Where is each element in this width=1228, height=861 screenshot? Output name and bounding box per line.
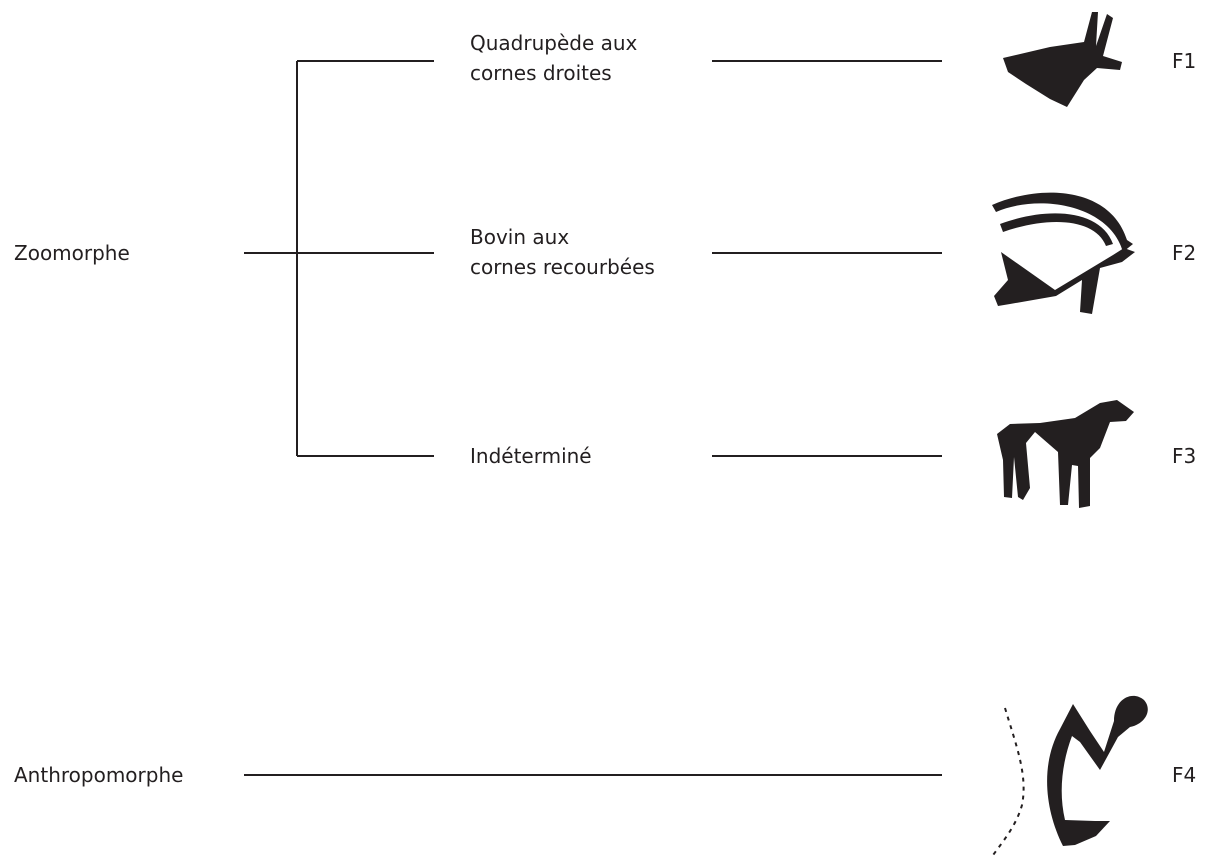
root-label-anthropomorphe: Anthropomorphe [14, 760, 183, 790]
category-f2-label-line1: Bovin aux [470, 222, 710, 252]
code-f2: F2 [1172, 238, 1196, 268]
code-f4: F4 [1172, 760, 1196, 790]
figure-f2-bovine-icon [992, 193, 1135, 314]
category-f1-label-line1: Quadrupède aux [470, 28, 710, 58]
category-f1-label-line2: cornes droites [470, 58, 710, 88]
figure-f4-anthropomorph-icon [991, 696, 1148, 858]
code-f3: F3 [1172, 441, 1196, 471]
category-f2-label-line2: cornes recourbées [470, 252, 710, 282]
figure-f1-quadruped-icon [1003, 12, 1122, 107]
root-label-zoomorphe: Zoomorphe [14, 238, 130, 268]
category-f1-label: Quadrupède aux cornes droites [470, 28, 710, 88]
category-f2-label: Bovin aux cornes recourbées [470, 222, 710, 282]
category-f3-label: Indéterminé [470, 441, 592, 471]
code-f1: F1 [1172, 46, 1196, 76]
figure-f3-animal-icon [997, 400, 1134, 508]
